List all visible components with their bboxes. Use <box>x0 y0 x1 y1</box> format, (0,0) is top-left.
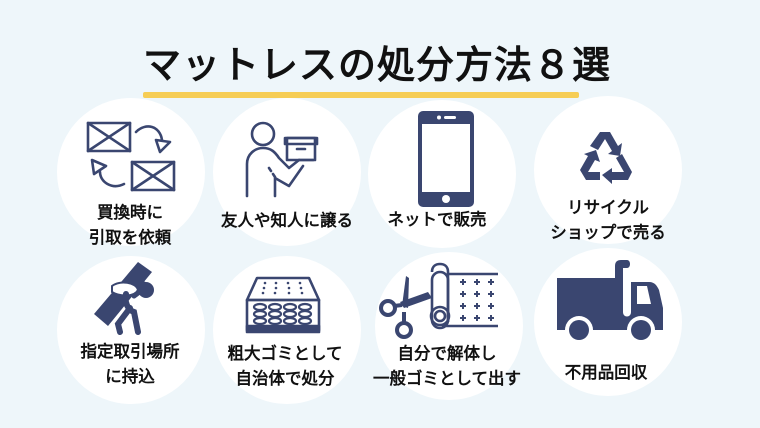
page-title: マットレスの処分方法８選 <box>143 43 612 87</box>
circle-bg-4 <box>534 96 682 244</box>
recycle-icon <box>580 132 632 184</box>
method-2-label: 友人や知人に譲る <box>221 211 353 230</box>
method-5-label: 指定取引場所 に持込 <box>80 342 180 386</box>
method-8-label: 不用品回収 <box>564 363 648 382</box>
method-6-label: 粗大ゴミとして 自治体で処分 <box>227 344 343 388</box>
method-1-label: 買換時に 引取を依頼 <box>88 203 172 247</box>
title-block: マットレスの処分方法８選 <box>143 38 612 98</box>
mattress-icon <box>245 276 321 334</box>
circle-bg-2 <box>213 98 361 246</box>
person-carrying-mattress-icon <box>94 262 154 335</box>
scissors-cutting-roll-icon <box>379 262 498 339</box>
truck-icon <box>557 260 663 344</box>
method-4-label: リサイクル ショップで売る <box>550 198 666 242</box>
envelope-exchange-icon <box>86 121 176 192</box>
method-7-label: 自分で解体し 一般ゴミとして出す <box>372 344 522 388</box>
smartphone-icon <box>418 111 474 207</box>
title-underline <box>143 92 579 98</box>
method-3-label: ネットで販売 <box>387 210 487 229</box>
person-carrying-box-icon <box>245 121 319 198</box>
